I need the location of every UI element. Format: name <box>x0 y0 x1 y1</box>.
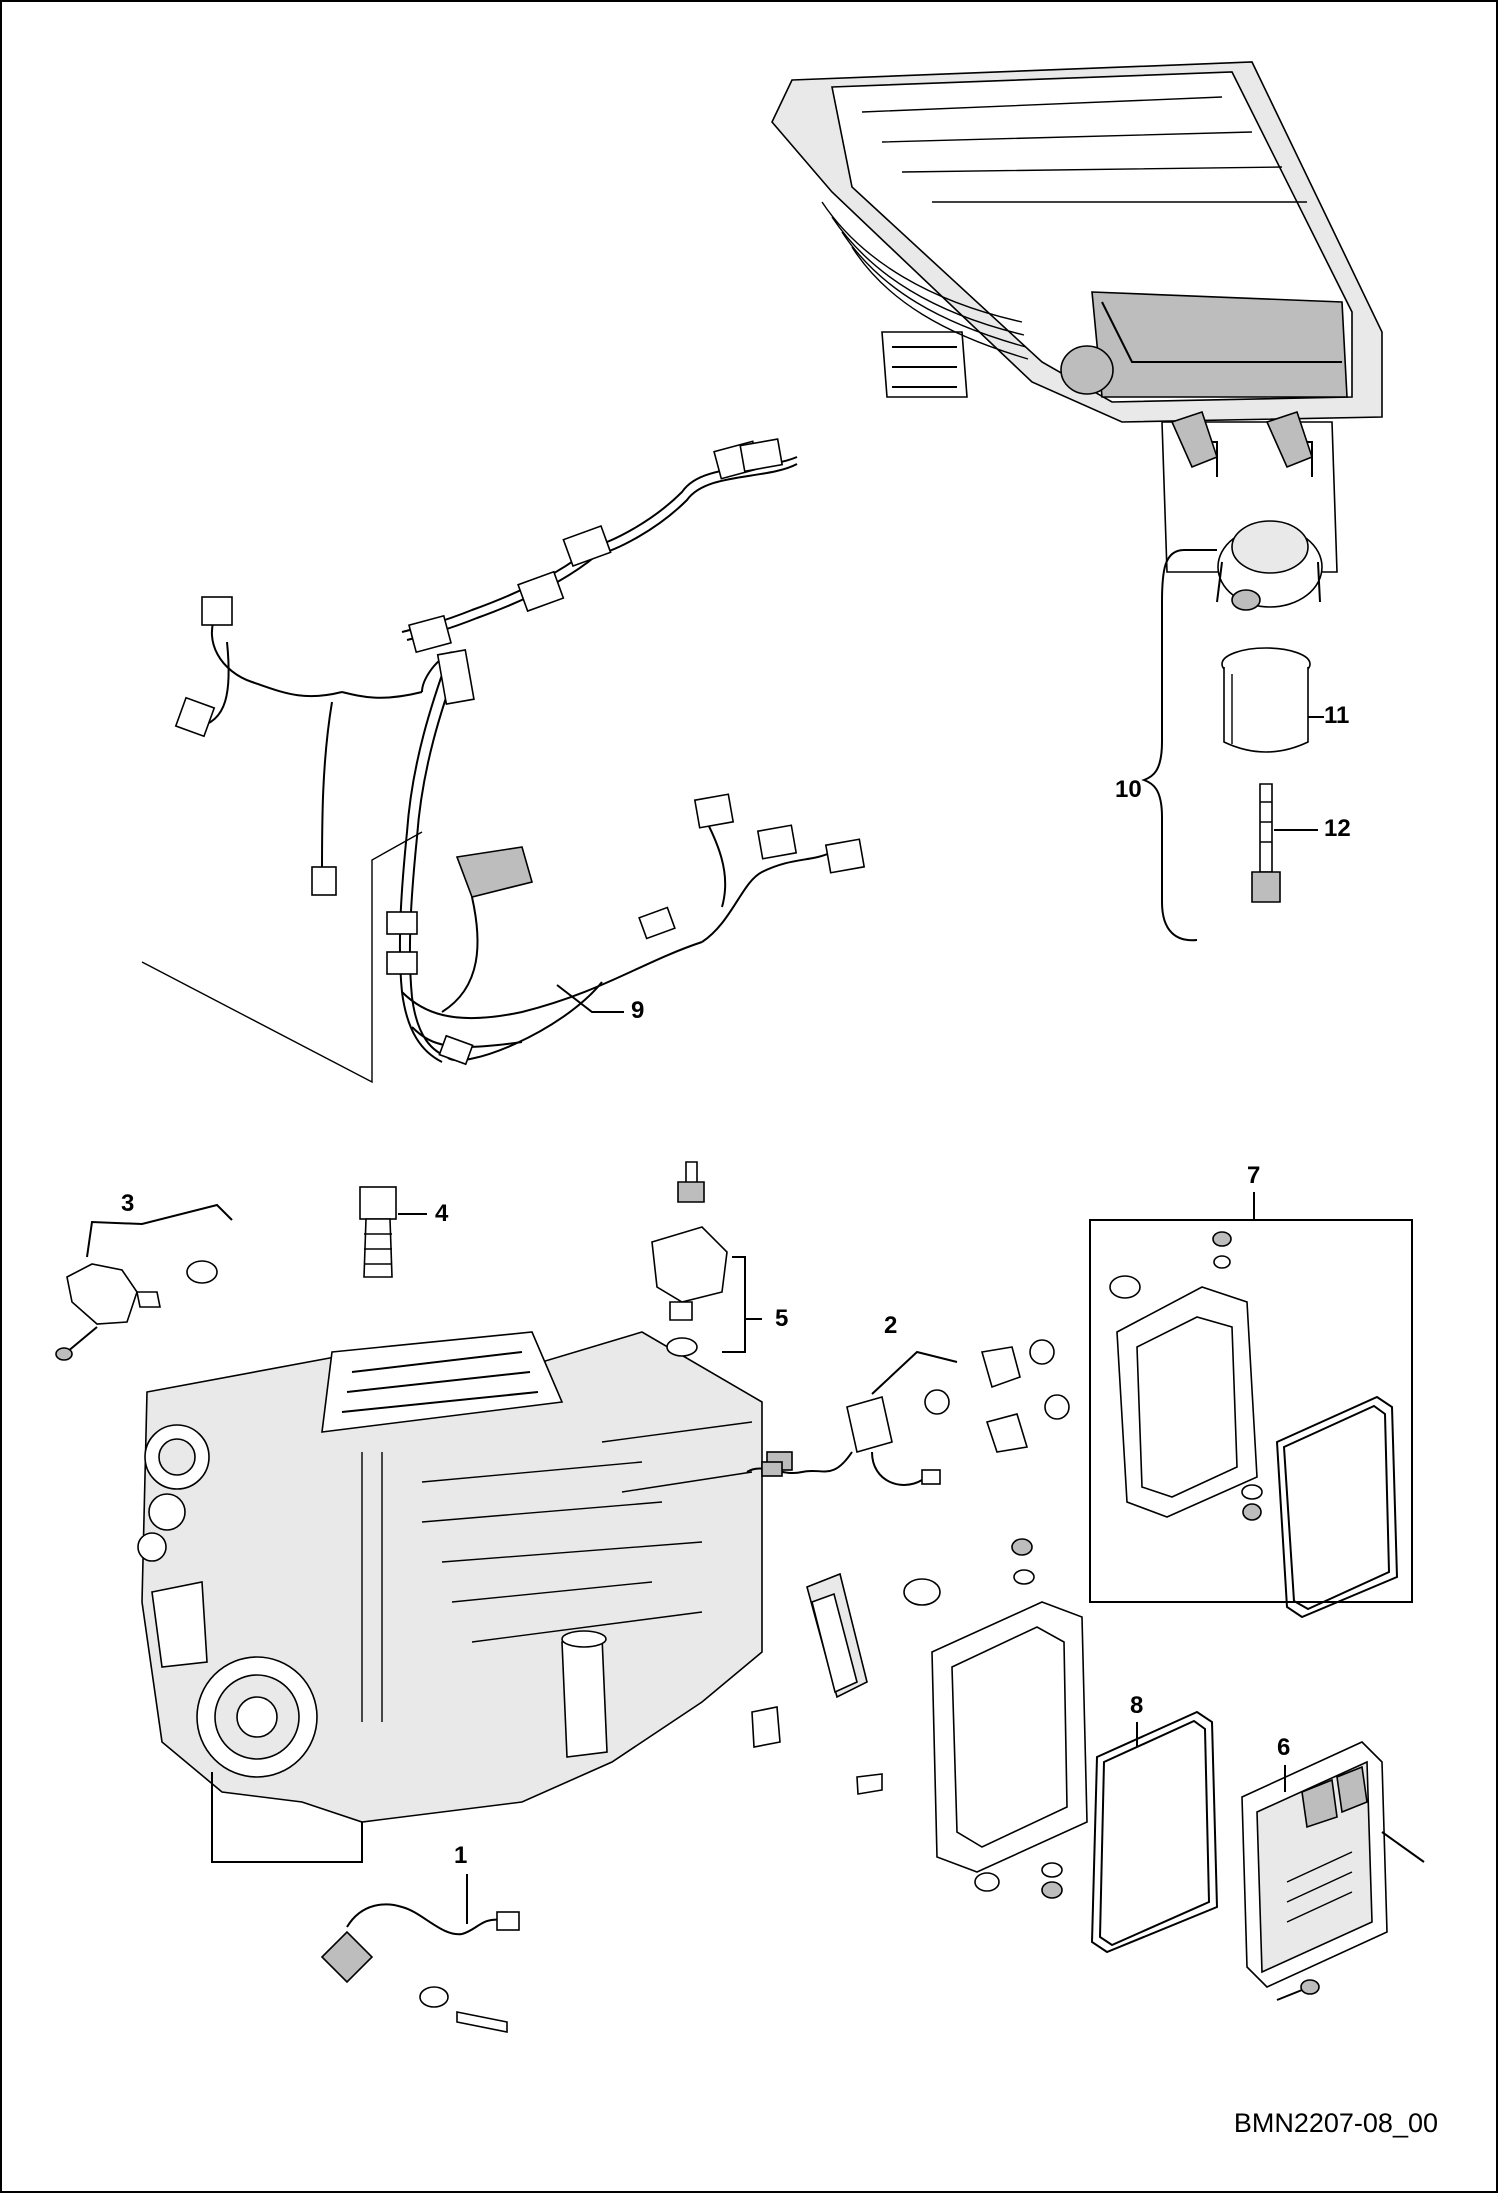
connector-4 <box>359 1186 397 1278</box>
fuel-filter-element <box>1221 647 1311 753</box>
callout-5-bracket <box>722 1256 762 1353</box>
callout-2-leader <box>871 1350 958 1395</box>
drawing-id: BMN2207-08_00 <box>1233 2108 1438 2138</box>
pressure-sensor-5 <box>651 1161 728 1357</box>
callout-7: 7 <box>1247 1162 1261 1189</box>
sensor-group-2 <box>746 1339 1070 1486</box>
callout-1: 1 <box>454 1842 468 1869</box>
callout-5: 5 <box>775 1305 789 1332</box>
engine-block <box>137 1331 763 1863</box>
callout-9: 9 <box>631 997 645 1024</box>
sensor-3 <box>55 1203 233 1361</box>
callout-6: 6 <box>1277 1734 1291 1761</box>
callout-10-bracket <box>1141 549 1217 942</box>
water-sensor <box>1251 783 1281 903</box>
callout-4: 4 <box>435 1200 449 1227</box>
callout-7-box <box>1089 1219 1413 1603</box>
callout-11: 11 <box>1324 702 1350 729</box>
speed-sensor <box>320 1903 520 2033</box>
ecu-pointer-leader <box>1381 1831 1425 1863</box>
callout-3: 3 <box>121 1190 135 1217</box>
callout-9-leader <box>556 984 624 1013</box>
callout-2: 2 <box>884 1312 898 1339</box>
ecu-mounting-frame <box>751 1538 1088 1899</box>
ecu-frame-7 <box>1109 1231 1399 1619</box>
callout-8: 8 <box>1130 1692 1144 1719</box>
wiring-harness <box>141 438 866 1084</box>
radiator-assembly <box>771 61 1383 611</box>
callout-10: 10 <box>1115 776 1142 803</box>
gasket-8 <box>1090 1710 1219 1954</box>
ecu-6 <box>1241 1741 1388 2001</box>
callout-12: 12 <box>1324 815 1351 842</box>
